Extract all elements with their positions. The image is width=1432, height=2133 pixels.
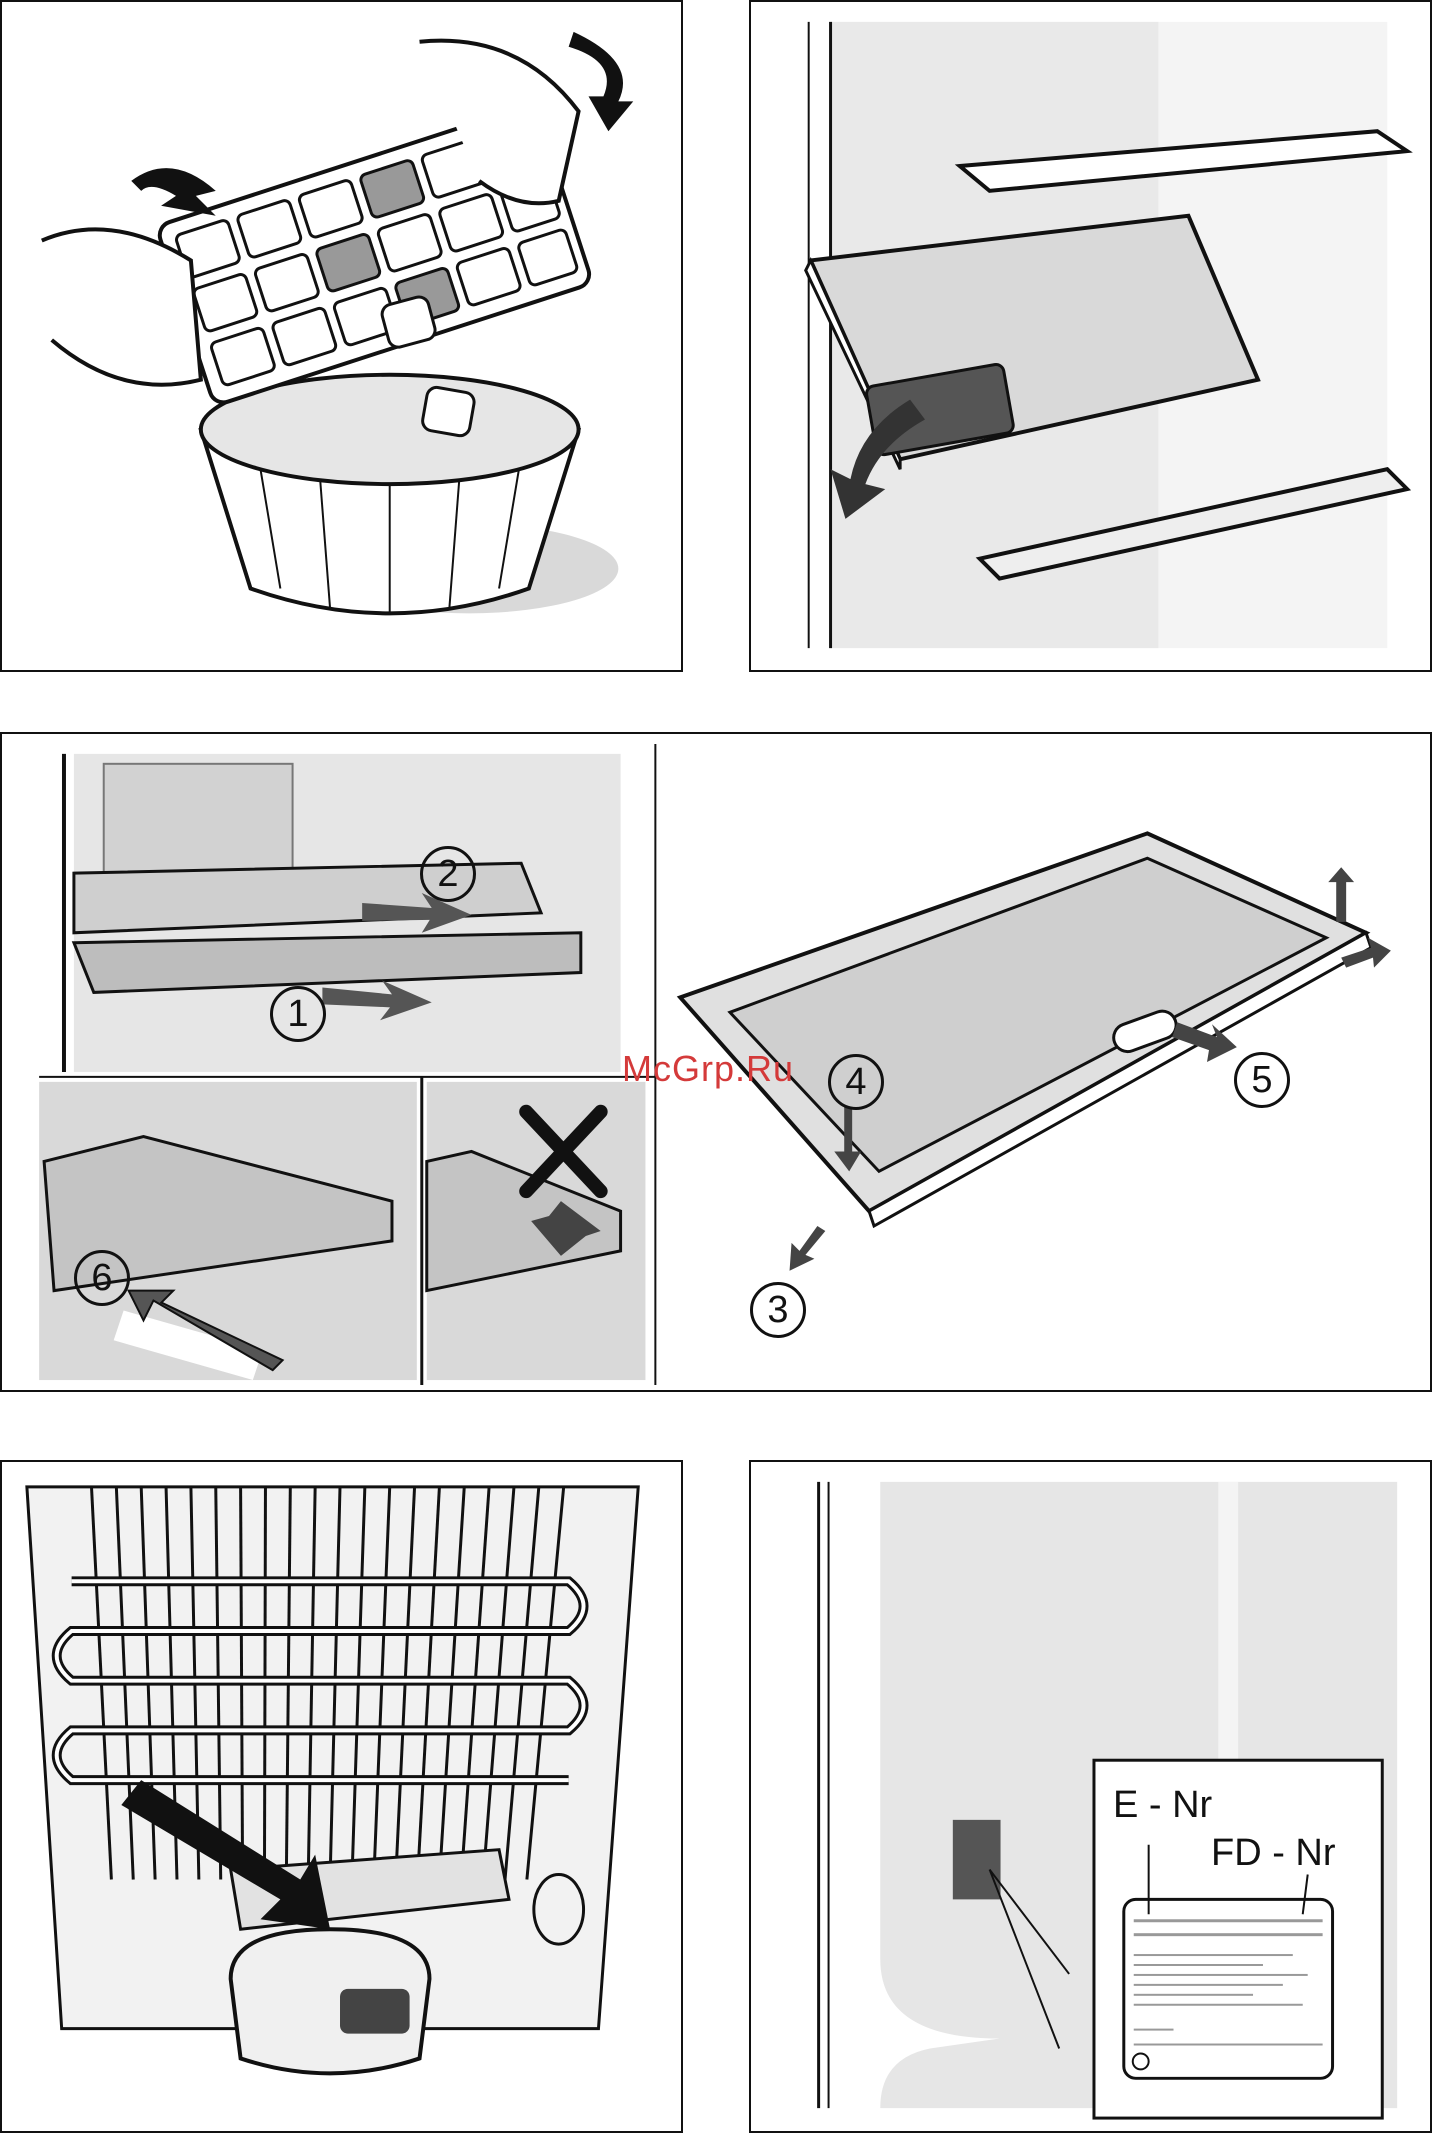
step-3-label: 3	[750, 1282, 806, 1338]
ice-tray-illustration	[2, 2, 681, 670]
step-4-label: 4	[828, 1054, 884, 1110]
rating-plate-illustration	[751, 1462, 1430, 2131]
watermark-text: McGrp.Ru	[622, 1048, 794, 1090]
compressor-illustration	[2, 1462, 681, 2131]
step-6-label: 6	[74, 1250, 130, 1306]
fd-nr-label: FD - Nr	[1211, 1832, 1336, 1875]
panel-drawer	[749, 0, 1432, 672]
step-2-number: 2	[420, 846, 476, 902]
step-5-number: 5	[1234, 1052, 1290, 1108]
e-nr-label: E - Nr	[1113, 1784, 1212, 1827]
panel-rating-plate: E - Nr FD - Nr	[749, 1460, 1432, 2133]
step-1-label: 1	[270, 986, 326, 1042]
step-4-number: 4	[828, 1054, 884, 1110]
step-1-number: 1	[270, 986, 326, 1042]
step-5-label: 5	[1234, 1052, 1290, 1108]
drawer-illustration	[751, 2, 1430, 670]
step-3-number: 3	[750, 1282, 806, 1338]
panel-ice-tray	[0, 0, 683, 672]
panel-compressor	[0, 1460, 683, 2133]
step-6-number: 6	[74, 1250, 130, 1306]
step-2-label: 2	[420, 846, 476, 902]
